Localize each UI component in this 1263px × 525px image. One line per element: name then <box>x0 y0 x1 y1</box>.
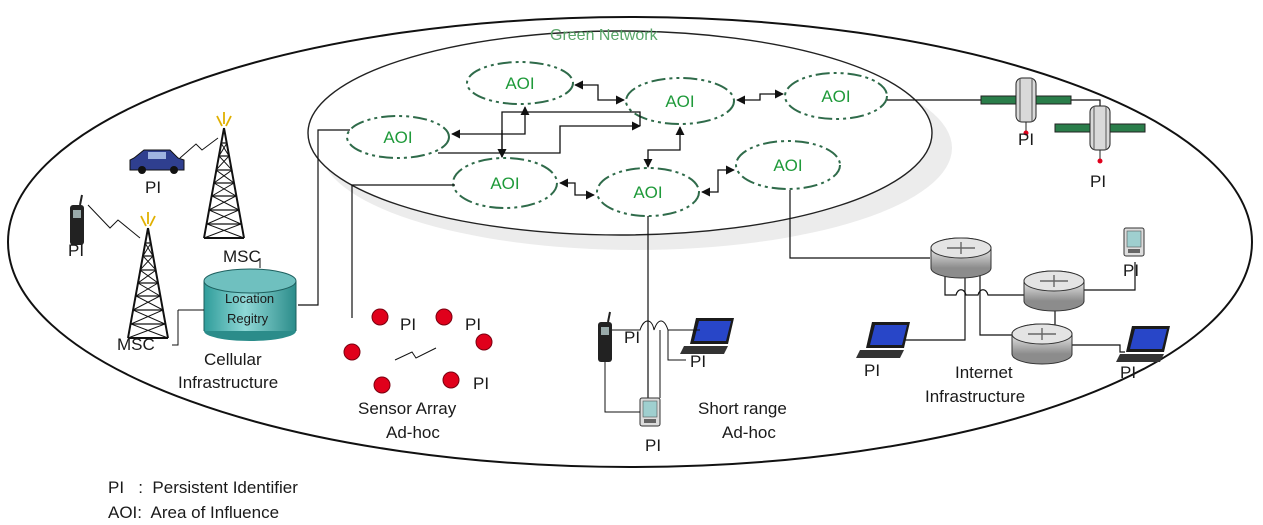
legend-entry: PI : Persistent Identifier <box>108 478 298 497</box>
router-icon <box>1023 270 1085 312</box>
pi-label: PI <box>400 315 416 334</box>
internet-label: Internet <box>955 363 1013 382</box>
msc-tower-icon <box>203 111 245 239</box>
pda-icon <box>639 397 661 427</box>
aoi-node <box>625 77 735 125</box>
sensor-node-icon <box>442 371 460 389</box>
pi-label: PI <box>624 328 640 347</box>
aoi-label: AOI <box>633 183 662 202</box>
pi-label: PI <box>465 315 481 334</box>
short-range-adhoc <box>597 311 734 427</box>
pi-label: PI <box>1120 363 1136 382</box>
short-range-label: Short range <box>698 399 787 418</box>
sensor-node-icon <box>435 308 453 326</box>
location-registry-label: Regitry <box>227 311 269 326</box>
sensor-node-icon <box>371 308 389 326</box>
pi-label: PI <box>1123 261 1139 280</box>
laptop-icon <box>1116 326 1170 362</box>
sensor-label: Ad-hoc <box>386 423 440 442</box>
router-icon <box>930 237 992 279</box>
sensor-label: Sensor Array <box>358 399 457 418</box>
aoi-node <box>346 115 450 159</box>
msc-tower-icon <box>127 211 169 339</box>
aoi-label: AOI <box>773 156 802 175</box>
internet-infrastructure <box>856 77 1170 365</box>
location-registry-label: Location <box>225 291 274 306</box>
router-icon <box>1011 323 1073 365</box>
cellular-infrastructure <box>69 111 297 346</box>
pi-label: PI <box>1090 172 1106 191</box>
sensor-node-icon <box>475 333 493 351</box>
laptop-icon <box>680 318 734 354</box>
aoi-label: AOI <box>383 128 412 147</box>
msc-label: MSC <box>223 247 261 266</box>
satellite-icon <box>1054 105 1146 164</box>
car-icon <box>129 149 185 174</box>
phone-icon <box>597 311 613 363</box>
pi-label: PI <box>473 374 489 393</box>
aoi-label: AOI <box>821 87 850 106</box>
legend-entry: AOI: Area of Influence <box>108 503 279 522</box>
pi-label: PI <box>690 352 706 371</box>
aoi-node <box>452 157 558 209</box>
pi-label: PI <box>145 178 161 197</box>
legend: PI : Persistent Identifier AOI: Area of … <box>108 478 298 522</box>
aoi-nodes <box>346 61 888 217</box>
pda-icon <box>1123 227 1145 257</box>
green-network-title: Green Network <box>550 27 659 44</box>
msc-label: MSC <box>117 335 155 354</box>
phone-icon <box>69 194 85 246</box>
pi-label: PI <box>645 436 661 455</box>
laptop-icon <box>856 322 910 358</box>
internet-label: Infrastructure <box>925 387 1025 406</box>
aoi-node <box>466 61 574 105</box>
sensor-node-icon <box>373 376 391 394</box>
short-range-label: Ad-hoc <box>722 423 776 442</box>
cellular-label: Infrastructure <box>178 373 278 392</box>
pi-label: PI <box>1018 130 1034 149</box>
pi-label: PI <box>68 241 84 260</box>
aoi-node <box>735 140 841 190</box>
aoi-links <box>438 80 784 200</box>
location-registry-icon <box>203 268 297 341</box>
aoi-node <box>596 167 700 217</box>
pi-label: PI <box>864 361 880 380</box>
aoi-label: AOI <box>665 92 694 111</box>
cellular-label: Cellular <box>204 350 262 369</box>
network-connections <box>298 99 1101 400</box>
aoi-label: AOI <box>490 174 519 193</box>
outer-boundary <box>7 16 1253 468</box>
aoi-label: AOI <box>505 74 534 93</box>
sensor-array <box>343 308 493 394</box>
aoi-node <box>784 72 888 120</box>
sensor-node-icon <box>343 343 361 361</box>
